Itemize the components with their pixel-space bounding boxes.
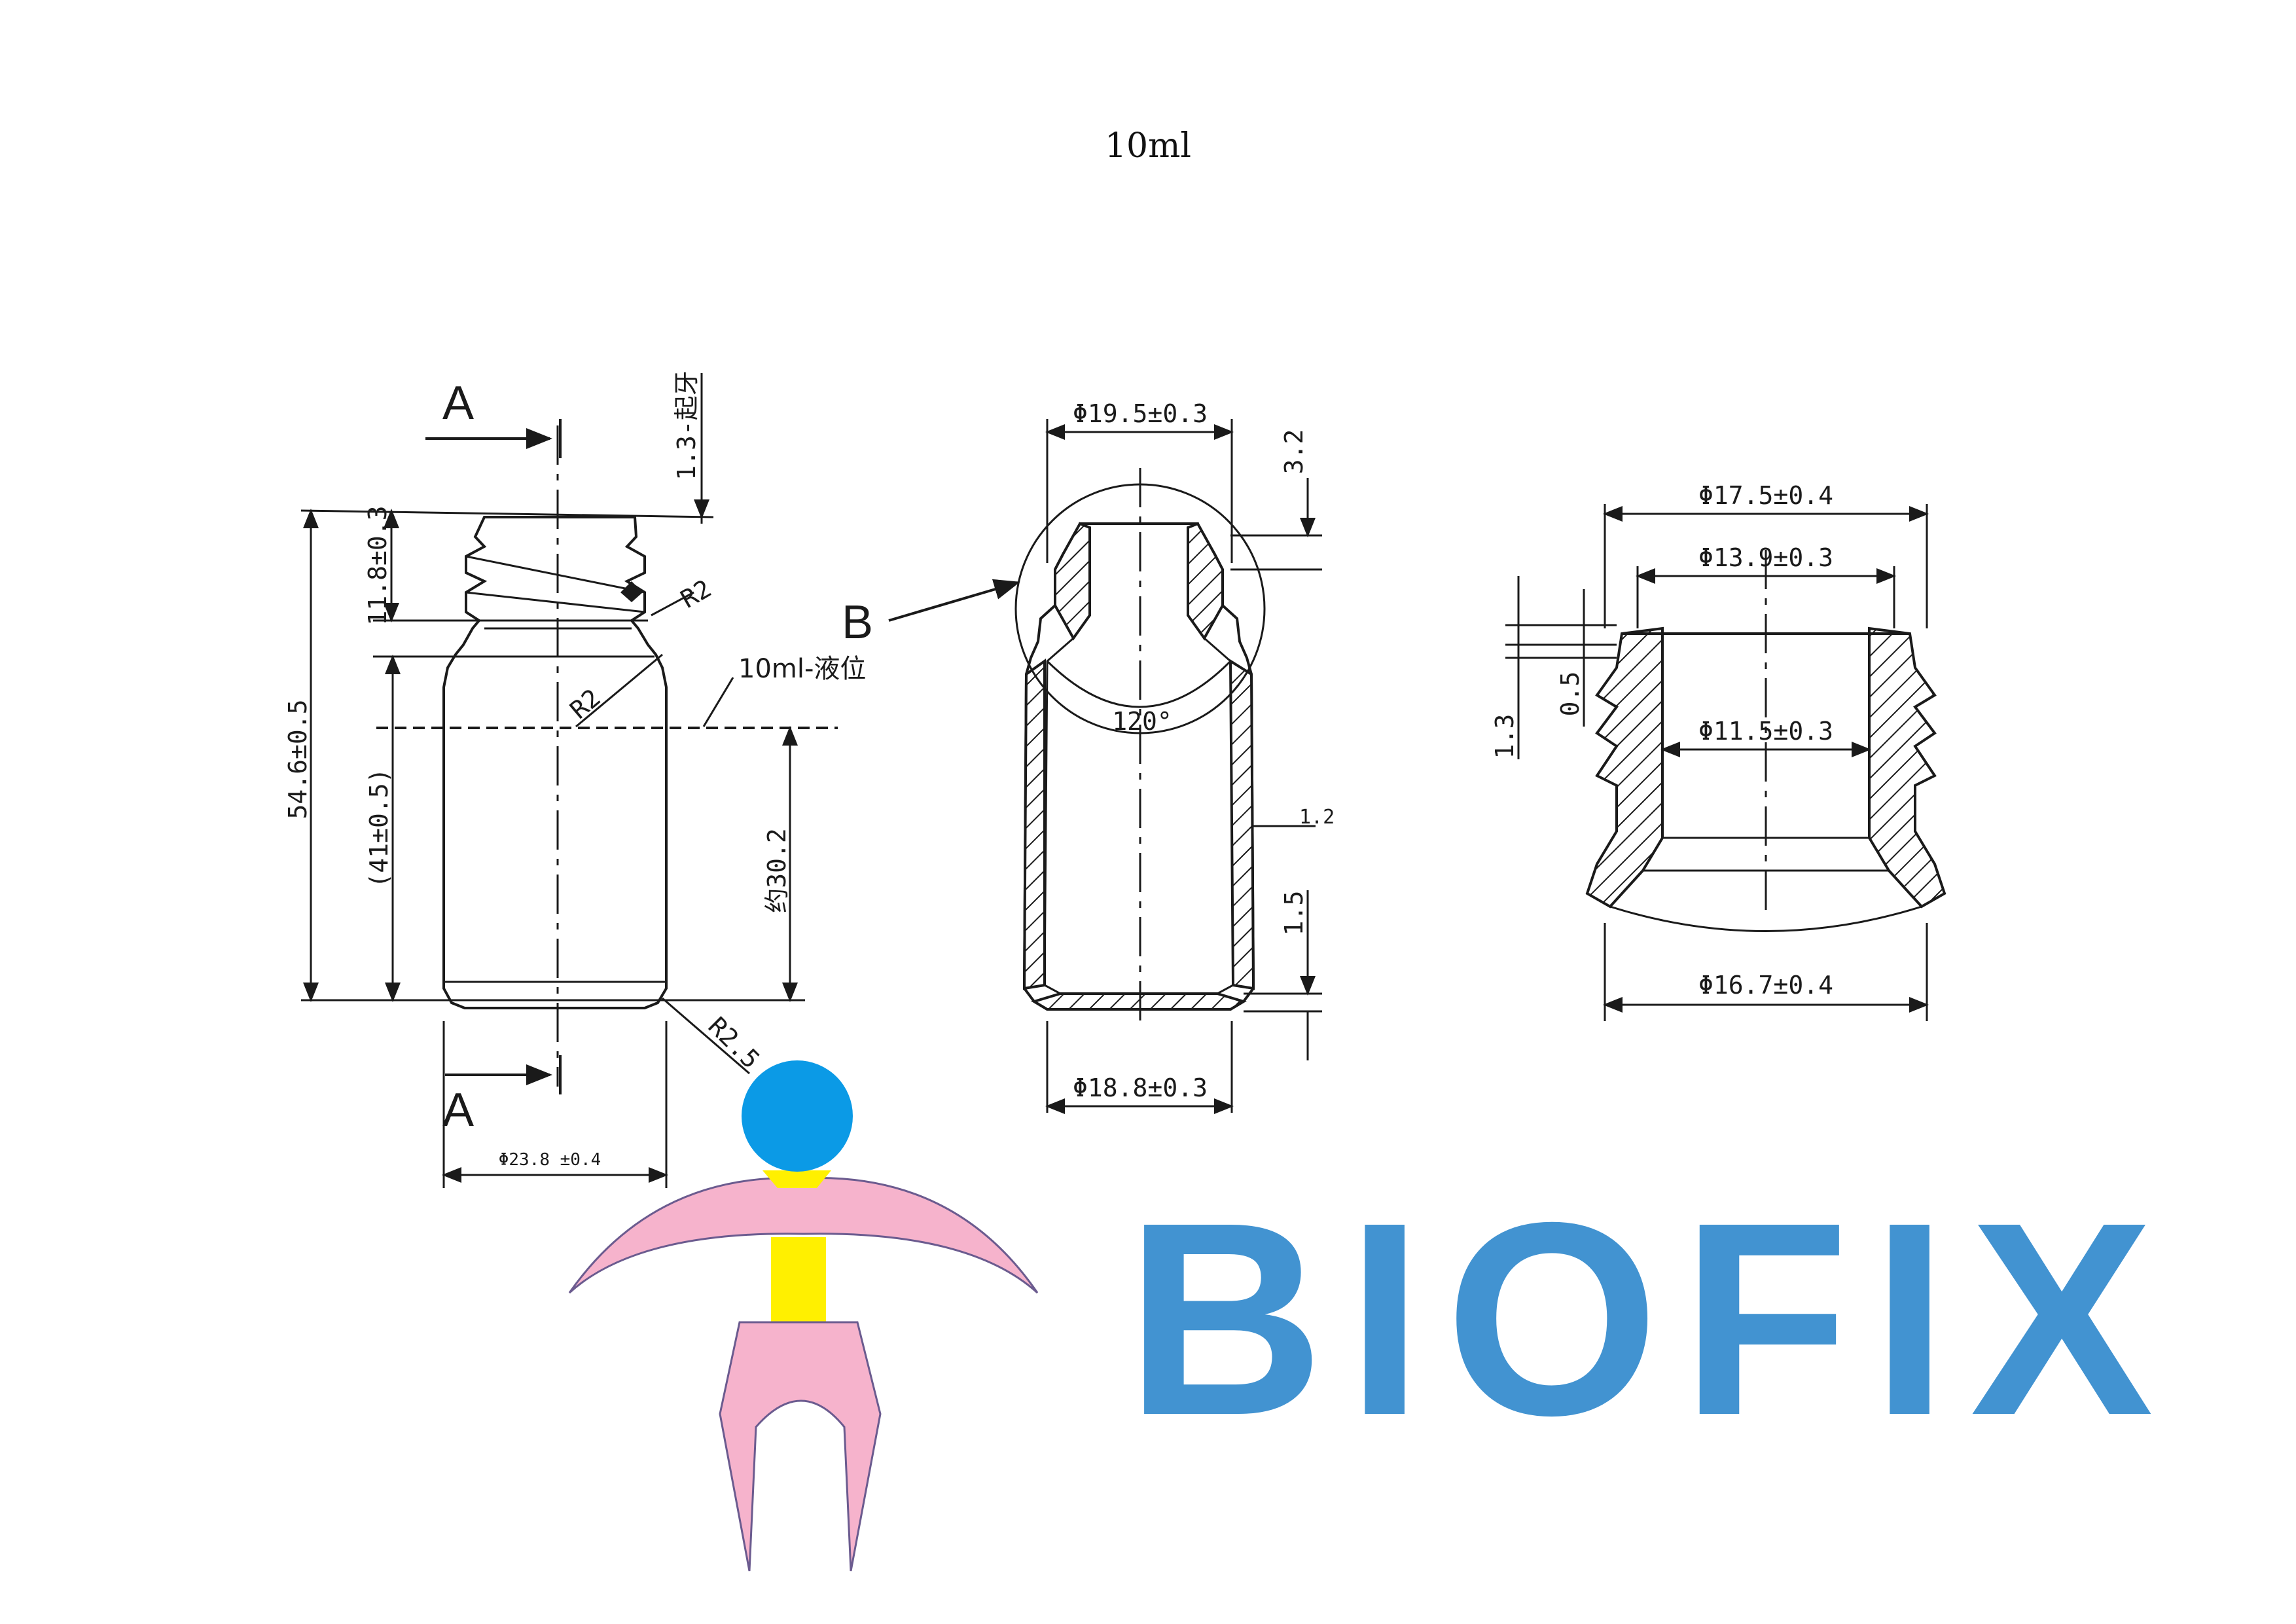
section-neck-left: [1054, 522, 1091, 641]
leader-fill-level: [702, 677, 734, 727]
section-wall-right: [1229, 659, 1255, 990]
section-neck-right: [1187, 522, 1224, 641]
section-label-top: A: [442, 377, 474, 429]
label-outer-diameter: Φ23.8 ±0.4: [499, 1150, 601, 1170]
bottle-outline: [442, 516, 668, 1009]
label-angle: 120°: [1112, 707, 1172, 736]
label-neck-height: 11.8±0.3: [363, 505, 392, 625]
label-detail-b: B: [842, 596, 873, 649]
label-lip-diameter: Φ13.9±0.3: [1698, 543, 1833, 572]
leader-r25-base: [662, 997, 750, 1075]
label-outer-diameter-neck: Φ17.5±0.4: [1698, 481, 1833, 510]
label-top-diameter: Φ19.5±0.3: [1073, 399, 1208, 428]
shoulder-arc: [1609, 905, 1922, 932]
logo-torso: [771, 1237, 826, 1322]
section-label-bottom: A: [442, 1084, 474, 1136]
middle-view-section: B 120° Φ19.5±0.3 3.2 1.2 1.5 Φ18.8±0.3: [842, 399, 1335, 1114]
detail-arrow-b: [888, 579, 1020, 622]
angle-arc: [1046, 660, 1232, 708]
label-thread-height: 1.3: [1490, 714, 1519, 759]
logo-collar: [762, 1170, 831, 1188]
section-wall-left: [1022, 659, 1046, 990]
logo-head: [742, 1060, 853, 1172]
left-view-bottle: A A 54.6±0.5 11.8±0.3 (41±0.5) 约30.2 1.3…: [283, 370, 866, 1188]
label-bottom-diameter: Φ18.8±0.3: [1073, 1074, 1208, 1102]
section-base: [1031, 992, 1247, 1011]
thread-start-marker: [620, 581, 643, 602]
label-fill-height: 约30.2: [762, 828, 791, 913]
page-title: 10ml: [1105, 126, 1191, 166]
biofix-logo: BIOFIX: [568, 1060, 2176, 1572]
label-wall-top: 3.2: [1280, 429, 1308, 475]
neck-wall-right: [1868, 626, 1946, 909]
right-view-neck-detail: Φ17.5±0.4 Φ13.9±0.3 Φ11.5±0.3 Φ16.7±0.4 …: [1490, 481, 1946, 1021]
label-base-diameter: Φ16.7±0.4: [1698, 971, 1833, 1000]
thread-2: [465, 591, 645, 613]
ext-top: [300, 509, 714, 518]
leader-r2-body: [575, 653, 663, 728]
logo-legs: [719, 1321, 882, 1572]
label-thread-step: 0.5: [1556, 672, 1585, 717]
leader-r2-shoulder: [651, 591, 694, 617]
label-radius-body: R2: [565, 683, 606, 725]
thread-1: [465, 555, 645, 594]
label-total-height: 54.6±0.5: [283, 699, 312, 819]
label-thread-start: 1.3-起牙: [672, 370, 701, 480]
label-base-height: 1.5: [1280, 891, 1308, 936]
brand-wordmark: BIOFIX: [1126, 1166, 2176, 1473]
label-radius-base: R2.5: [703, 1011, 766, 1074]
label-bore-diameter: Φ11.5±0.3: [1698, 717, 1833, 746]
label-fill-level-note: 10ml-液位: [738, 654, 866, 684]
label-radius-shoulder: R2: [676, 574, 717, 614]
label-body-height: (41±0.5): [365, 768, 393, 888]
logo-arms: [568, 1176, 1039, 1294]
neck-wall-left: [1585, 626, 1664, 909]
label-wall-side: 1.2: [1299, 806, 1335, 829]
